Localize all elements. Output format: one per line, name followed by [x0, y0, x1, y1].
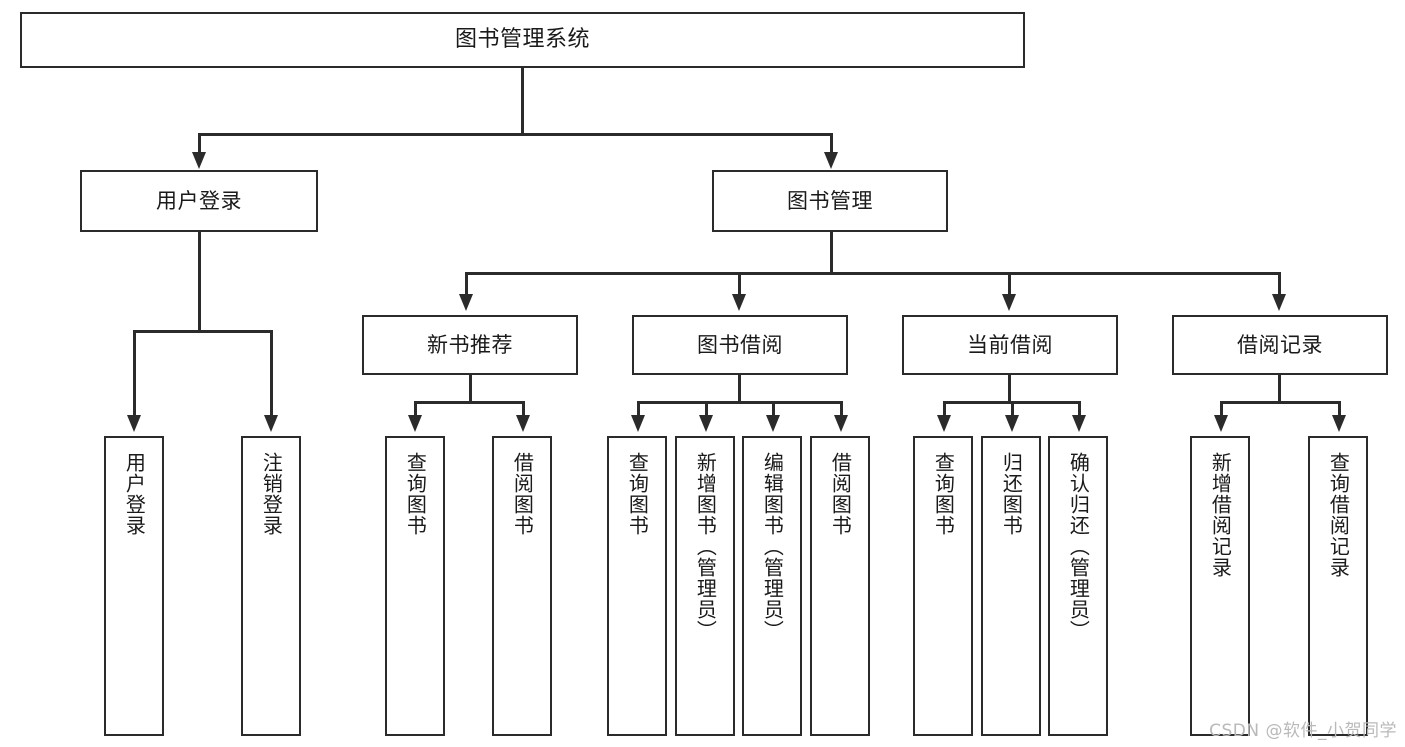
- leaf-label: 查询图书: [931, 452, 956, 536]
- connector-drop-cb-leaf-3: [1078, 401, 1081, 416]
- connector-current-borrow-stem: [1008, 375, 1011, 403]
- arrowhead-leaf-user-login: [127, 415, 141, 432]
- node-current-borrow: 当前借阅: [902, 315, 1118, 375]
- arrowhead-bb-leaf-4: [834, 415, 848, 432]
- connector-drop-cb-leaf-1: [943, 401, 946, 416]
- connector-drop-nb-leaf-2: [522, 401, 525, 416]
- connector-drop-cb-leaf-2: [1011, 401, 1014, 416]
- node-label: 图书借阅: [697, 332, 783, 357]
- leaf-label: 借阅图书: [828, 452, 853, 536]
- connector-book-borrow-bus: [637, 401, 842, 404]
- connector-drop-book-manage: [830, 133, 833, 153]
- arrowhead-current-borrow: [1002, 294, 1016, 311]
- connector-root-stem: [521, 68, 524, 134]
- csdn-watermark: CSDN @软件_小贺同学: [1209, 721, 1397, 741]
- connector-drop-book-borrow: [738, 272, 741, 295]
- leaf-label: 确认归还（管理员）: [1066, 452, 1091, 641]
- node-root-system: 图书管理系统: [20, 12, 1025, 68]
- connector-new-book-stem: [469, 375, 472, 403]
- arrowhead-bb-leaf-2: [699, 415, 713, 432]
- arrowhead-user-login: [192, 152, 206, 169]
- connector-user-login-bus: [133, 330, 272, 333]
- arrowhead-br-leaf-1: [1214, 415, 1228, 432]
- arrowhead-borrow-record: [1272, 294, 1286, 311]
- node-user-login: 用户登录: [80, 170, 318, 232]
- node-label: 借阅记录: [1237, 332, 1323, 357]
- leaf-bb-query-book: 查询图书: [607, 436, 667, 736]
- connector-book-manage-bus: [465, 272, 1281, 275]
- node-book-manage: 图书管理: [712, 170, 948, 232]
- node-book-borrow: 图书借阅: [632, 315, 848, 375]
- connector-drop-bb-leaf-3: [772, 401, 775, 416]
- node-label: 图书管理系统: [454, 27, 590, 52]
- connector-new-book-bus: [414, 401, 524, 404]
- connector-drop-bb-leaf-2: [705, 401, 708, 416]
- leaf-cb-confirm-return: 确认归还（管理员）: [1048, 436, 1108, 736]
- node-label: 新书推荐: [427, 332, 513, 357]
- leaf-nb-borrow-book: 借阅图书: [492, 436, 552, 736]
- leaf-bb-edit-book: 编辑图书（管理员）: [742, 436, 802, 736]
- leaf-label: 注销登录: [259, 452, 284, 536]
- leaf-bb-borrow-book: 借阅图书: [810, 436, 870, 736]
- arrowhead-cb-leaf-1: [937, 415, 951, 432]
- leaf-logout: 注销登录: [241, 436, 301, 736]
- connector-drop-bb-leaf-4: [840, 401, 843, 416]
- arrowhead-cb-leaf-2: [1005, 415, 1019, 432]
- arrowhead-book-manage: [824, 152, 838, 169]
- connector-borrow-record-stem: [1278, 375, 1281, 403]
- arrowhead-bb-leaf-1: [631, 415, 645, 432]
- node-label: 当前借阅: [967, 332, 1053, 357]
- node-new-book-recommend: 新书推荐: [362, 315, 578, 375]
- node-label: 用户登录: [156, 188, 242, 213]
- arrowhead-book-borrow: [732, 294, 746, 311]
- connector-book-borrow-stem: [738, 375, 741, 403]
- node-label: 图书管理: [787, 188, 873, 213]
- connector-drop-leaf-logout: [270, 330, 273, 416]
- arrowhead-nb-leaf-1: [408, 415, 422, 432]
- connector-drop-br-leaf-1: [1220, 401, 1223, 416]
- arrowhead-nb-leaf-2: [516, 415, 530, 432]
- leaf-label: 查询借阅记录: [1326, 452, 1351, 578]
- connector-drop-current-borrow: [1008, 272, 1011, 295]
- leaf-cb-return-book: 归还图书: [981, 436, 1041, 736]
- connector-user-login-stem: [198, 232, 201, 332]
- leaf-label: 用户登录: [122, 452, 147, 536]
- arrowhead-bb-leaf-3: [766, 415, 780, 432]
- leaf-label: 查询图书: [403, 452, 428, 536]
- connector-drop-leaf-user-login: [133, 330, 136, 416]
- connector-drop-nb-leaf-1: [414, 401, 417, 416]
- leaf-nb-query-book: 查询图书: [385, 436, 445, 736]
- connector-root-bus: [198, 133, 832, 136]
- arrowhead-cb-leaf-3: [1072, 415, 1086, 432]
- connector-borrow-record-bus: [1220, 401, 1340, 404]
- leaf-label: 新增借阅记录: [1208, 452, 1233, 578]
- leaf-label: 归还图书: [999, 452, 1024, 536]
- arrowhead-leaf-logout: [264, 415, 278, 432]
- leaf-bb-add-book: 新增图书（管理员）: [675, 436, 735, 736]
- node-borrow-record: 借阅记录: [1172, 315, 1388, 375]
- leaf-label: 借阅图书: [510, 452, 535, 536]
- leaf-label: 查询图书: [625, 452, 650, 536]
- connector-drop-bb-leaf-1: [637, 401, 640, 416]
- connector-drop-user-login: [198, 133, 201, 153]
- connector-drop-borrow-record: [1278, 272, 1281, 295]
- arrowhead-new-book: [459, 294, 473, 311]
- connector-book-manage-stem: [830, 232, 833, 274]
- connector-drop-new-book: [465, 272, 468, 295]
- connector-drop-br-leaf-2: [1338, 401, 1341, 416]
- leaf-label: 新增图书（管理员）: [693, 452, 718, 641]
- leaf-br-add-record: 新增借阅记录: [1190, 436, 1250, 736]
- leaf-cb-query-book: 查询图书: [913, 436, 973, 736]
- leaf-user-login: 用户登录: [104, 436, 164, 736]
- leaf-label: 编辑图书（管理员）: [760, 452, 785, 641]
- leaf-br-query-record: 查询借阅记录: [1308, 436, 1368, 736]
- arrowhead-br-leaf-2: [1332, 415, 1346, 432]
